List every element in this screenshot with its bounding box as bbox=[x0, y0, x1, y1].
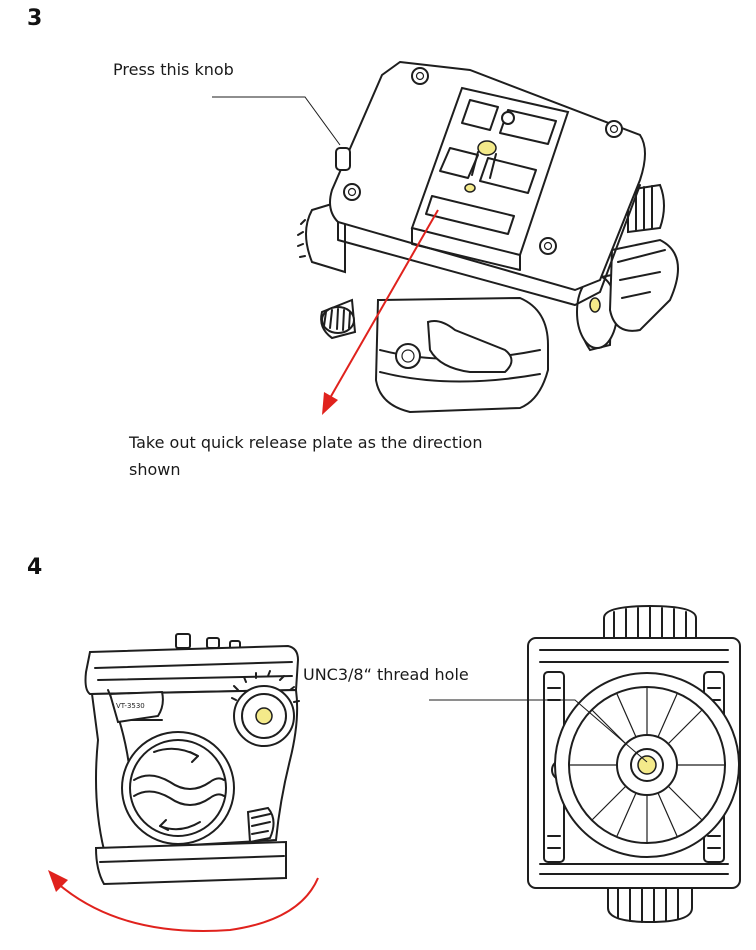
plate-screw bbox=[477, 140, 497, 156]
press-knob-leader bbox=[212, 96, 341, 146]
release-press-knob bbox=[335, 147, 351, 171]
tilt-lock-drum bbox=[121, 731, 235, 845]
model-label-plate bbox=[108, 690, 164, 724]
fluid-head-top-illustration bbox=[297, 60, 679, 414]
thread-hole-leader bbox=[429, 699, 648, 763]
fluid-head-side-illustration: VT-3530 bbox=[84, 633, 300, 886]
model-label-text: VT-3530 bbox=[116, 702, 145, 710]
step-4-number: 4 bbox=[27, 555, 43, 580]
direction-caption-line2: shown bbox=[129, 460, 181, 479]
press-knob-caption: Press this knob bbox=[113, 60, 234, 79]
removal-direction-arrow bbox=[322, 209, 439, 415]
thread-hole-caption: UNC3/8“ thread hole bbox=[303, 665, 469, 684]
step-3-number: 3 bbox=[27, 6, 43, 31]
bottom-view-bottom-knob bbox=[607, 885, 693, 924]
tilt-lock-lever bbox=[426, 320, 513, 373]
right-handle-knob bbox=[608, 238, 679, 332]
direction-caption-line1: Take out quick release plate as the dire… bbox=[129, 433, 483, 452]
fluid-head-bottom-illustration bbox=[527, 604, 741, 924]
pan-knob-small bbox=[395, 343, 421, 369]
rotation-direction-arrow bbox=[48, 870, 319, 932]
side-base bbox=[94, 840, 287, 886]
